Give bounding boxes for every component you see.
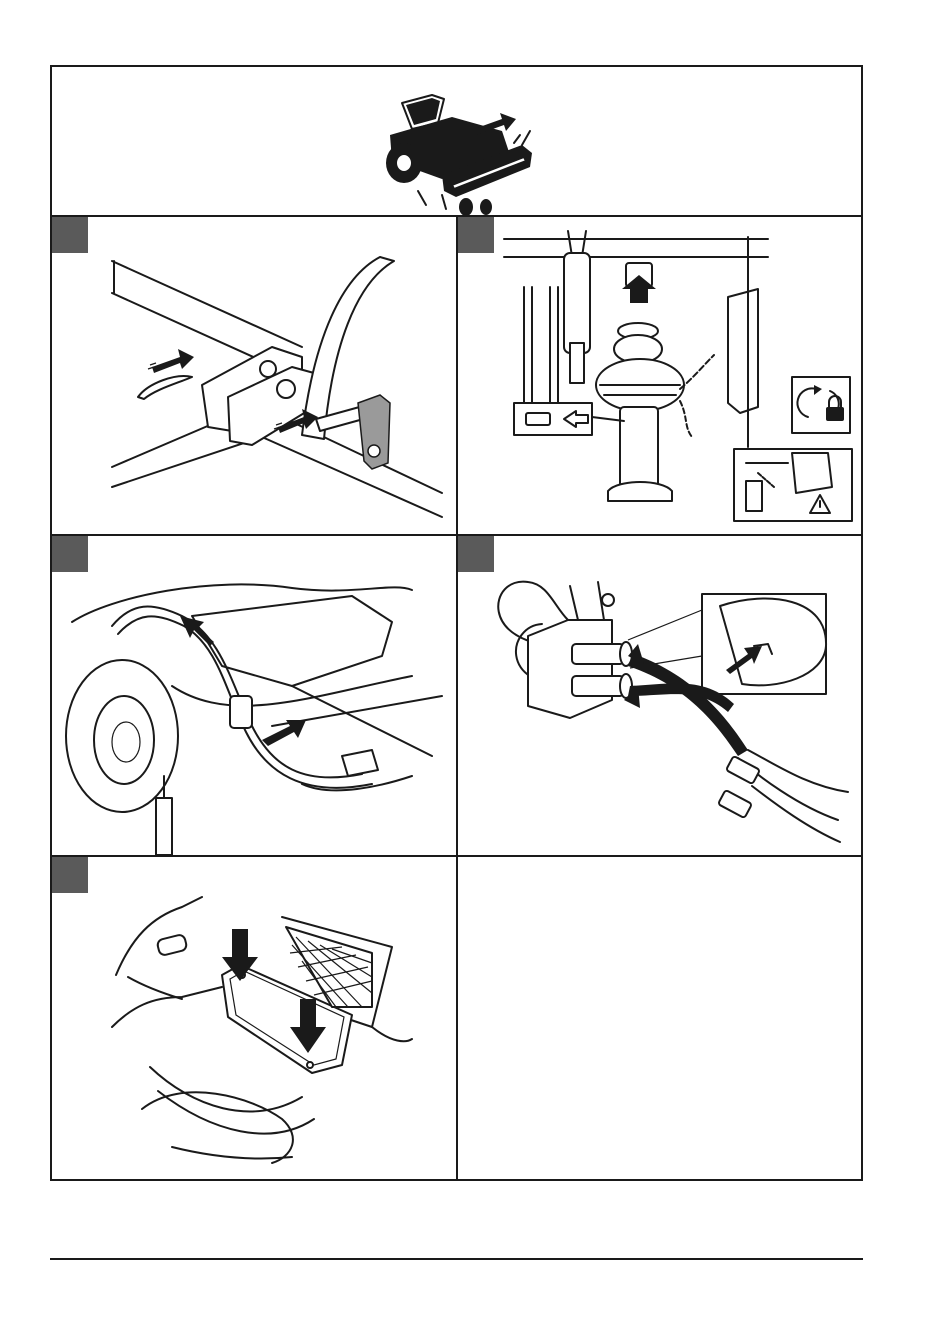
rotation-lock-icon (792, 377, 850, 433)
empty-panel (458, 857, 861, 1179)
step-2-illustration (458, 217, 861, 534)
step-3-panel (52, 536, 456, 855)
coupler-detail-inset (702, 594, 826, 694)
step-1-panel (52, 217, 456, 534)
step-4-panel (458, 536, 861, 855)
header-panel (52, 67, 861, 217)
step-4-badge (458, 536, 494, 572)
step-2-badge (458, 217, 494, 253)
riding-mower-illustration (52, 67, 861, 215)
footer-rule (50, 1258, 863, 1260)
warning-icon (734, 449, 852, 521)
step-3-badge (52, 536, 88, 572)
step-4-illustration (458, 536, 861, 855)
step-5-badge (52, 857, 88, 893)
instruction-frame (50, 65, 863, 1181)
step-2-panel (458, 217, 861, 534)
step-3-illustration (52, 536, 456, 855)
step-5-illustration (52, 857, 456, 1179)
step-1-illustration (52, 217, 456, 534)
step-5-panel (52, 857, 456, 1179)
step-1-badge (52, 217, 88, 253)
